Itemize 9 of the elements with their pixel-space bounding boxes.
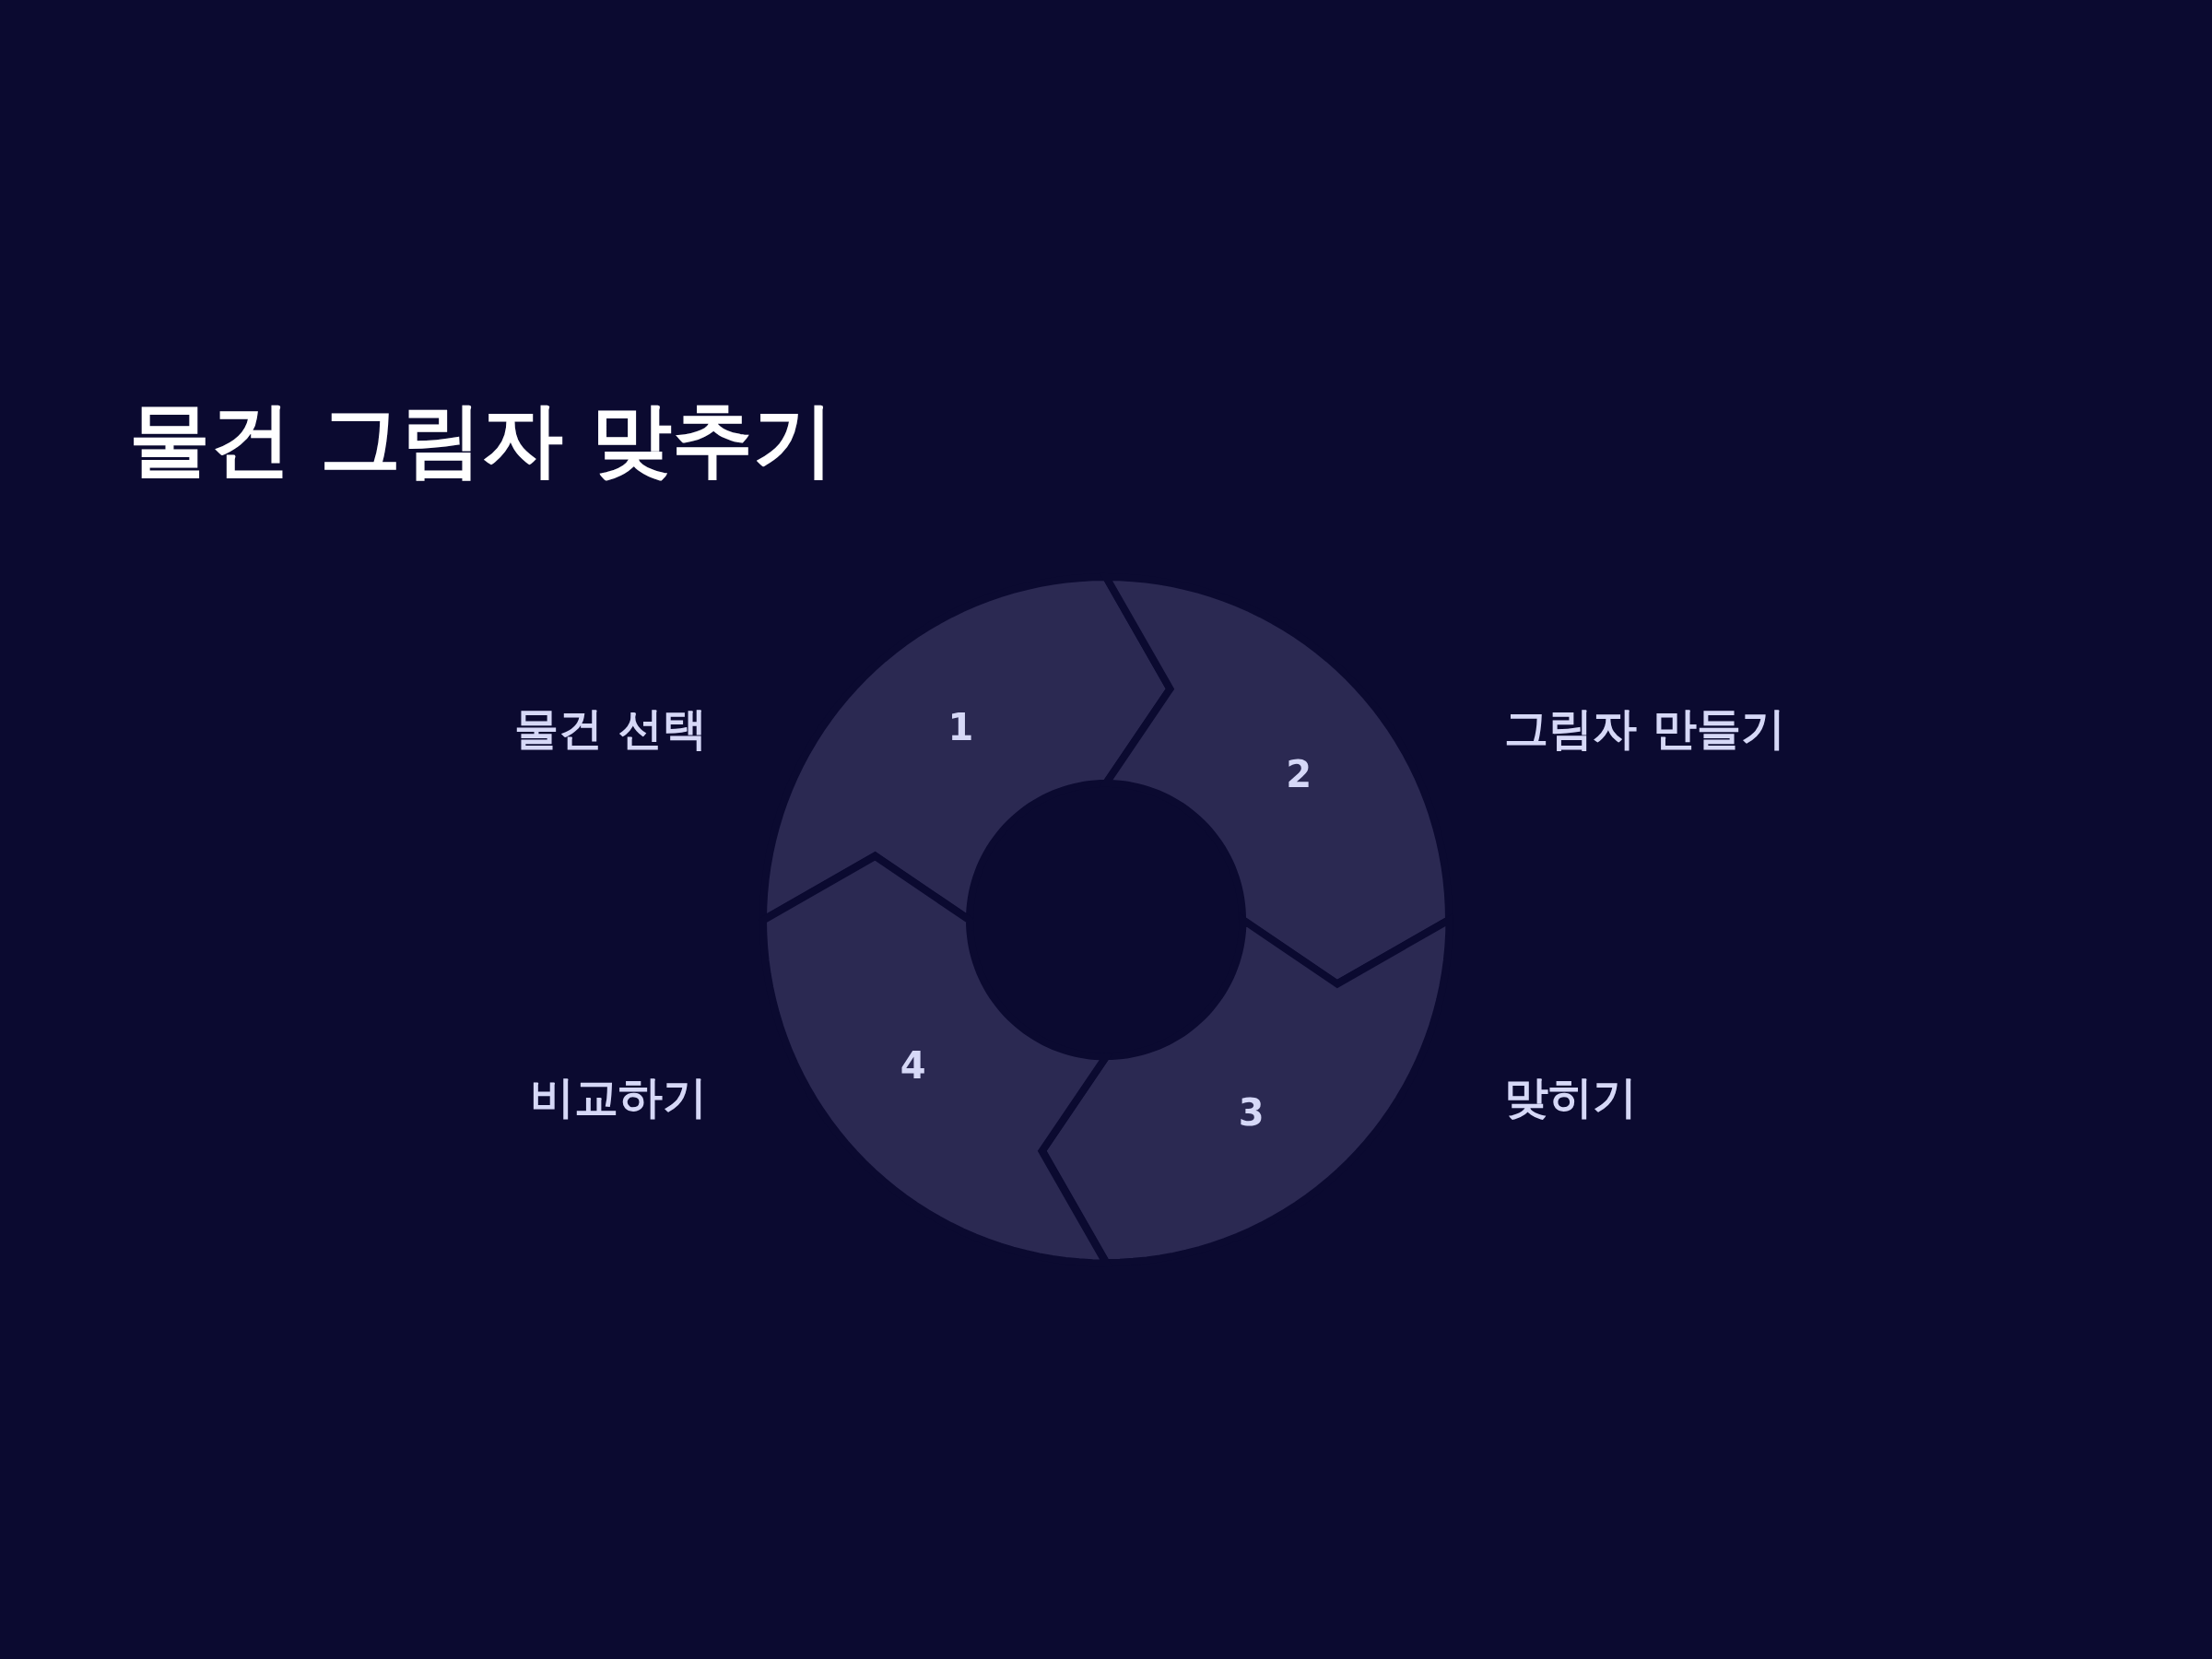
step-label: 물건 선택 <box>514 702 707 756</box>
step-label: 그림자 만들기 <box>1504 702 1785 756</box>
step-number: 4 <box>900 1046 926 1084</box>
step-label: 맞히기 <box>1504 1071 1637 1124</box>
title: 물건 그림자 맞추기 <box>129 391 835 488</box>
step-number: 1 <box>947 708 974 746</box>
step-label: 비교하기 <box>530 1071 707 1124</box>
step-number: 2 <box>1286 756 1312 794</box>
step-number: 3 <box>1238 1094 1265 1132</box>
